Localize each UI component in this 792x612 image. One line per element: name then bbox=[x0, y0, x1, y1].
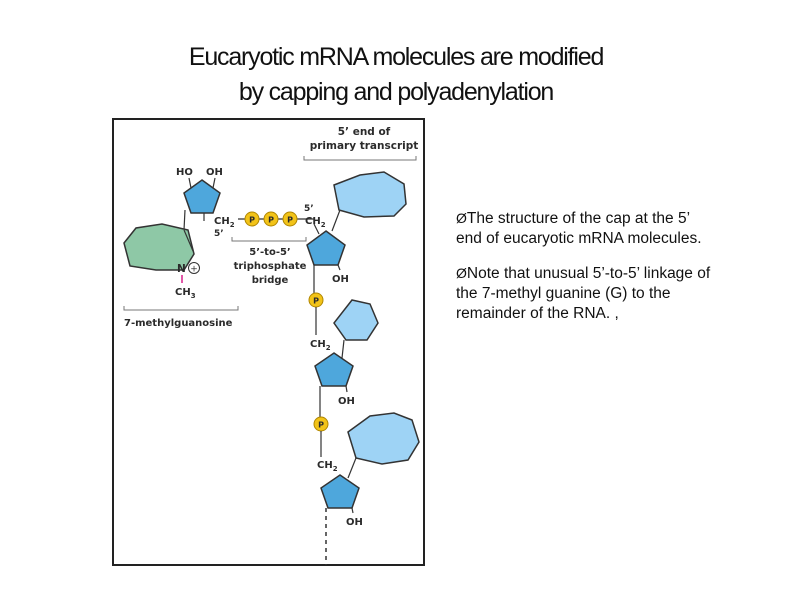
header-line2: primary transcript bbox=[310, 140, 419, 152]
five-prime-right-label: 5’ bbox=[304, 204, 314, 214]
ribose-2 bbox=[314, 352, 354, 387]
bullet-text-2: Note that unusual 5’-to-5’ linkage of th… bbox=[456, 265, 711, 322]
ch2-right-label: CH2 bbox=[305, 216, 326, 229]
phosphate-2 bbox=[263, 211, 279, 227]
guanosine-bracket bbox=[123, 306, 239, 311]
oh-label-2: OH bbox=[338, 396, 355, 407]
sugar-oh-label: OH bbox=[206, 167, 223, 178]
ribose-3 bbox=[320, 474, 360, 509]
methylguanosine-label: 7-methylguanosine bbox=[124, 318, 233, 329]
base-3 bbox=[347, 412, 420, 465]
five-prime-left-label: 5’ bbox=[214, 229, 224, 239]
ribose-1 bbox=[306, 230, 346, 266]
methylguanine-base bbox=[123, 223, 195, 271]
bullet-list: ØThe structure of the cap at the 5’ end … bbox=[456, 208, 718, 338]
slide-title-line2: by capping and polyadenylation bbox=[238, 78, 554, 106]
header-line1: 5’ end of bbox=[338, 126, 391, 138]
ch2-label-3: CH2 bbox=[317, 460, 338, 473]
base-2 bbox=[333, 299, 379, 341]
phosphate-1 bbox=[244, 211, 260, 227]
bridge-label-2: triphosphate bbox=[234, 261, 307, 272]
svg-text:P: P bbox=[287, 216, 293, 225]
bridge-bracket bbox=[231, 237, 307, 242]
svg-text:P: P bbox=[313, 297, 319, 306]
svg-text:P: P bbox=[318, 421, 324, 430]
bridge-label-1: 5’-to-5’ bbox=[249, 247, 290, 258]
svg-text:P: P bbox=[268, 216, 274, 225]
nitrogen-label: N bbox=[177, 263, 186, 275]
oh-label-1: OH bbox=[332, 274, 349, 285]
bullet-item-2: ØNote that unusual 5’-to-5’ linkage of t… bbox=[456, 263, 718, 324]
ch2-label-2: CH2 bbox=[310, 339, 331, 352]
svg-text:P: P bbox=[249, 216, 255, 225]
positive-charge-icon bbox=[188, 262, 200, 274]
bridge-label-3: bridge bbox=[252, 275, 289, 286]
cap-structure-diagram: 5’ end of primary transcript HO OH CH2 5… bbox=[123, 126, 420, 565]
svg-text:+: + bbox=[190, 265, 198, 275]
guanosine-ribose bbox=[183, 179, 221, 214]
slide-title-line1: Eucaryotic mRNA molecules are modified bbox=[188, 43, 605, 71]
header-bracket bbox=[303, 156, 417, 161]
sugar-ho-label: HO bbox=[176, 167, 193, 178]
methyl-label: CH3 bbox=[175, 287, 196, 300]
arrow-bullet-icon: Ø bbox=[456, 210, 467, 226]
ch2-left-label: CH2 bbox=[214, 216, 235, 229]
phosphate-3 bbox=[282, 211, 298, 227]
bullet-text-1: The structure of the cap at the 5’ end o… bbox=[456, 210, 702, 247]
arrow-bullet-icon: Ø bbox=[456, 265, 467, 281]
bullet-item-1: ØThe structure of the cap at the 5’ end … bbox=[456, 208, 718, 249]
cap-structure-figure: 5’ end of primary transcript HO OH CH2 5… bbox=[112, 118, 425, 566]
base-1 bbox=[333, 171, 407, 218]
oh-label-3: OH bbox=[346, 517, 363, 528]
